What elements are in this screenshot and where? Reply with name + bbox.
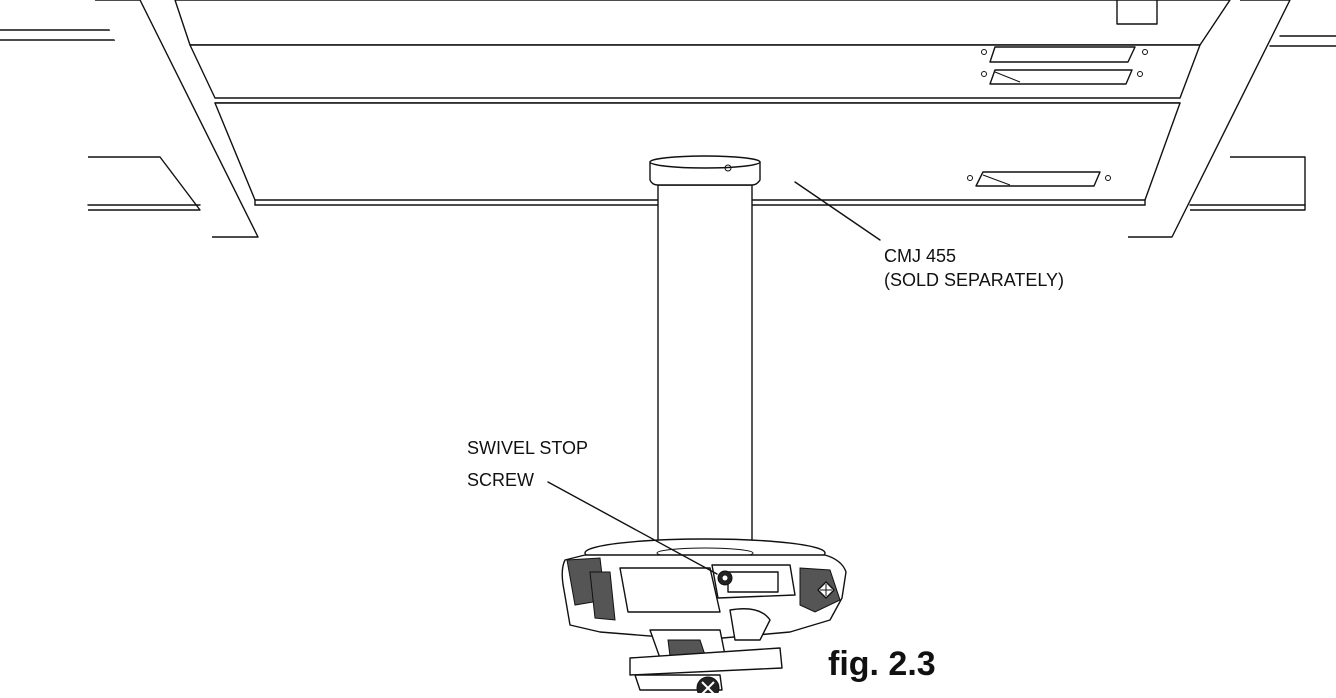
extension-column [649,155,761,556]
ceiling-plate [174,0,1231,206]
swivel-stop-label: SWIVEL STOP SCREW [467,432,588,496]
projector-mount [561,538,847,698]
ceiling-grid [0,0,1336,238]
swivel-label-line2: SCREW [467,470,534,490]
cmj-label-line1: CMJ 455 [884,246,957,266]
cmj-leader-line [794,181,881,241]
cmj-label-line2: (SOLD SEPARATELY) [884,270,1065,290]
cmj-label: CMJ 455 (SOLD SEPARATELY) [884,244,1064,292]
swivel-leader-line [547,481,718,575]
swivel-label-line1: SWIVEL STOP [467,438,589,458]
figure-caption: fig. 2.3 [828,645,936,683]
